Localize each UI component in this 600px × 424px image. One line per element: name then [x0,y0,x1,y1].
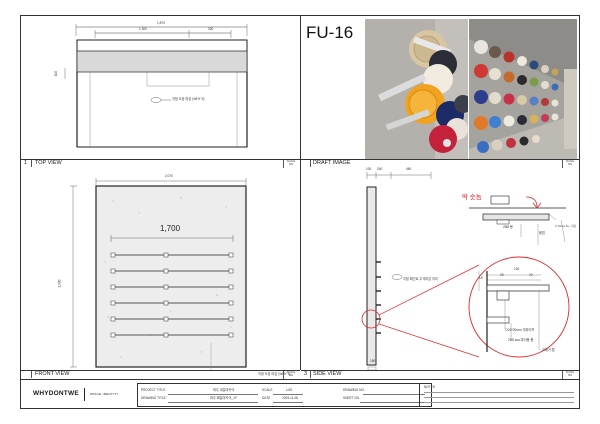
top-view-num: 1 [24,160,28,166]
notes-line-3 [424,402,574,403]
logo-divider [84,388,85,401]
side-note: 지정 페인트 주석마감 처리 [403,277,438,281]
callout-2: 25Ø sus 파이봉 봉 [508,338,534,342]
notes-label: NOTES [424,385,435,389]
drawing-no-label: DRAWING NO. [343,388,365,392]
yarn-closeup-illustration [365,19,468,159]
top-dim-depth: 100 [54,70,59,77]
side-dim-b: 240 [377,167,383,171]
drawing-title-value: 파주 페일아카이_1F [210,396,237,400]
draft-photo-closeup [365,19,468,159]
top-view-num-divider [31,160,32,167]
side-view-num-divider [310,371,311,378]
notes-box: NOTES [419,383,576,407]
front-view-drawing [70,178,247,370]
detail-label-1: 25Ø 봉 [503,225,513,229]
draft-image-num-divider [310,160,311,167]
yarn-wall-illustration [469,19,577,159]
detail-dim-2: 25 [500,273,504,277]
detail-dim-4: 15 [479,276,483,280]
front-view-num-divider [31,371,32,378]
notes-line-2 [424,397,574,398]
scale-label: SCALE [565,371,575,374]
project-label: PROJECT TITLE [141,388,166,392]
date-value: 2025-11-06 [282,396,299,400]
detail-note-1: t= 10mm 5u - 지정 [555,225,576,228]
top-view-scale: SCALE N/S [283,160,298,168]
yarn-row-5 [477,135,540,153]
drawing-underline [168,402,258,403]
drawing-sheet: 1,870 1,300 330 100 지정 도장 마감 (WHY 5) 1 T… [20,15,580,409]
side-red-label: 딱 숫놈 [462,194,482,201]
front-view-bar [21,370,300,378]
sheet-no-underline [360,402,425,403]
title-block: WHYDONTWE SPACE IDENTITY PROJECT TITLE 파… [21,379,579,409]
draft-image-title: DRAFT IMAGE [313,160,351,166]
yarn-row-2 [474,64,559,91]
detail-dim-3: 20 [529,273,533,277]
side-view-bar [301,370,579,378]
top-view-title: TOP VIEW [35,160,62,166]
row-divider [21,159,579,160]
rod-lines [111,254,233,336]
scale-value: N/S [288,163,294,167]
project-value: 파주 네일아카이 [213,388,235,392]
callout-3: 오메가 캡 [542,348,555,352]
top-dim-right: 330 [208,27,214,31]
side-dim-c: 460 [406,167,412,171]
detail-dim-1: 100 [514,267,520,271]
side-view-scale: SCALE N/S [562,371,577,379]
side-view-num: 3 [304,371,308,377]
side-view-title: SIDE VIEW [313,371,342,377]
tagline: SPACE IDENTITY [90,392,119,396]
rod-brackets [110,252,234,338]
side-hooks [376,261,381,334]
draft-image-scale: SCALE N/S [562,160,577,168]
logo: WHYDONTWE [33,390,79,397]
draft-photo-wall [469,19,577,159]
date-underline [273,402,303,403]
side-dim-a: 100 [366,167,372,171]
side-view-drawing [361,172,570,370]
draft-image-bar [301,159,579,167]
top-dim-left: 1,300 [139,27,147,31]
scale-label: SCALE [286,371,296,374]
curved-arrow-icon [525,196,538,208]
scale-label: SCALE [262,388,273,392]
drawing-title-label: DRAWING TITLE [141,396,166,400]
scale-value: N/S [567,374,573,378]
front-note: 지정 도장 마감 (WHY 5) [258,372,291,376]
top-view-bar [21,159,300,167]
yarn-row-3 [474,90,559,107]
front-dim-height: 1,900 [57,279,62,288]
top-view-drawing [64,24,248,148]
front-view-title: FRONT VIEW [35,371,70,377]
detail-label-2: 용접 [539,231,545,235]
top-note: 지정 도장 마감 (WHY 5) [172,97,205,101]
scale-label: SCALE [286,160,296,163]
notes-line-1 [424,392,574,393]
scale-label: SCALE [565,160,575,163]
title-block-inner: PROJECT TITLE 파주 네일아카이 DRAWING TITLE 파주 … [137,383,432,407]
top-dim-total: 1,870 [157,21,165,25]
sheet-code: FU-16 [306,23,354,42]
scale-value: N/S [567,163,573,167]
side-bottom-dim: 180 [370,359,376,363]
column-divider [300,16,301,370]
scale-underline [273,394,303,395]
front-dim-width: 2,070 [165,174,173,178]
yarn-row-4 [474,113,559,130]
sheet-no-label: SHEET NO. [343,396,361,400]
scale-value: 1/20 [286,388,293,392]
yarn-row-1 [474,40,559,76]
date-label: DATE [262,396,271,400]
drawing-no-underline [363,394,425,395]
front-dim-rod: 1,700 [160,224,181,233]
callout-1: ㅁ20*20mm 각파이프 [505,328,535,332]
front-view-scale: SCALE N/S [283,371,298,379]
project-underline [168,394,258,395]
scale-value: N/S [288,374,294,378]
